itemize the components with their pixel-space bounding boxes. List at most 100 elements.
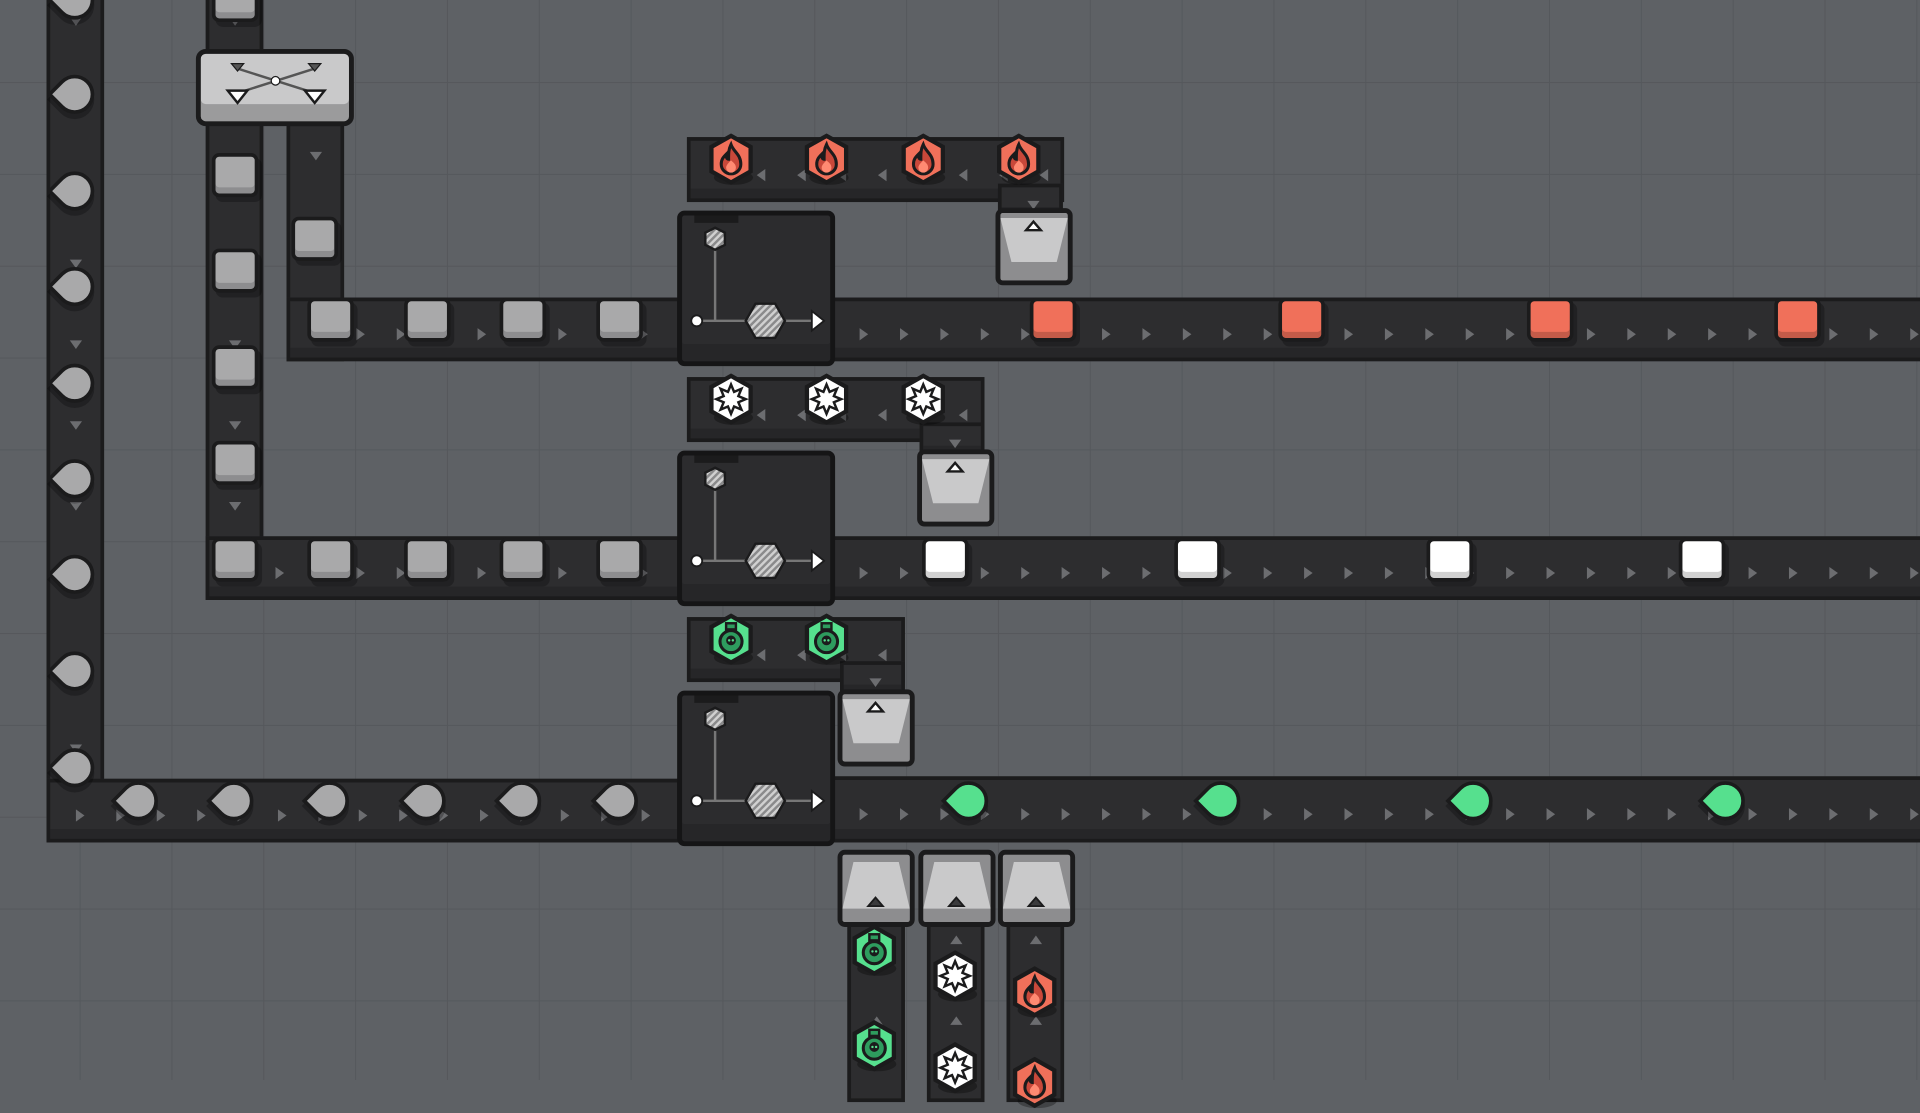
- conveyor-arrow-icon: [558, 566, 567, 580]
- conveyor-arrow-icon: [949, 1016, 962, 1025]
- conveyor-belt[interactable]: [830, 297, 1920, 362]
- conveyor-arrow-icon: [1384, 328, 1394, 341]
- conveyor-arrow-icon: [1263, 808, 1273, 821]
- fire-icon: [803, 133, 850, 185]
- conveyor-arrow-icon: [756, 408, 766, 421]
- conveyor-arrow-icon: [228, 421, 241, 430]
- conveyor-arrow-icon: [69, 340, 82, 349]
- conveyor-arrow-icon: [958, 168, 968, 181]
- conveyor-arrow-icon: [1748, 808, 1758, 821]
- poison-infuser[interactable]: [677, 690, 836, 847]
- white-square: [1426, 537, 1474, 582]
- catalyst-source[interactable]: [997, 849, 1076, 927]
- raw-square-item: [404, 537, 451, 582]
- catalyst-hopper[interactable]: [995, 208, 1073, 286]
- conveyor-arrow-icon: [900, 808, 909, 821]
- conveyor-arrow-icon: [1384, 808, 1394, 821]
- conveyor-arrow-icon: [1182, 808, 1192, 821]
- conveyor-arrow-icon: [1102, 566, 1111, 580]
- catalyst-source[interactable]: [837, 849, 915, 927]
- catalyst-hopper[interactable]: [837, 689, 915, 767]
- conveyor-arrow-icon: [1263, 328, 1273, 341]
- conveyor-arrow-icon: [477, 566, 487, 580]
- fire-icon: [996, 133, 1043, 185]
- fire-icon: [900, 133, 947, 185]
- conveyor-belt[interactable]: [46, 0, 105, 843]
- raw-square-item: [596, 297, 643, 342]
- conveyor-arrow-icon: [1586, 328, 1596, 341]
- conveyor-arrow-icon: [639, 328, 648, 341]
- conveyor-arrow-icon: [69, 17, 82, 26]
- fire-icon: [708, 133, 755, 185]
- conveyor-arrow-icon: [940, 808, 949, 821]
- skull-potion-icon: [851, 1019, 898, 1072]
- fire-infuser[interactable]: [677, 210, 836, 367]
- conveyor-arrow-icon: [900, 566, 909, 580]
- conveyor-arrow-icon: [560, 809, 570, 822]
- conveyor-arrow-icon: [1029, 935, 1042, 945]
- conveyor-arrow-icon: [69, 259, 82, 269]
- skull-potion-icon: [803, 613, 850, 665]
- raw-square-item: [211, 537, 259, 582]
- conveyor-arrow-icon: [356, 328, 365, 341]
- conveyor-arrow-icon: [309, 151, 322, 161]
- conveyor-arrow-icon: [1425, 328, 1434, 341]
- conveyor-arrow-icon: [1829, 328, 1838, 341]
- conveyor-arrow-icon: [399, 809, 408, 822]
- conveyor-arrow-icon: [1223, 328, 1232, 341]
- fire-icon: [1011, 966, 1058, 1018]
- conveyor-arrow-icon: [75, 809, 85, 822]
- conveyor-arrow-icon: [197, 809, 206, 822]
- conveyor-arrow-icon: [980, 328, 990, 341]
- conveyor-arrow-icon: [1223, 566, 1232, 580]
- conveyor-arrow-icon: [797, 408, 806, 421]
- skull-potion-icon: [708, 613, 755, 665]
- raw-square-item: [307, 297, 354, 342]
- snowflake-icon: [932, 1042, 979, 1094]
- conveyor-arrow-icon: [558, 328, 567, 341]
- conveyor-arrow-icon: [116, 809, 125, 822]
- conveyor-arrow-icon: [1829, 566, 1838, 580]
- conveyor-arrow-icon: [1627, 328, 1636, 341]
- conveyor-arrow-icon: [1708, 328, 1717, 341]
- catalyst-source[interactable]: [918, 849, 996, 927]
- conveyor-arrow-icon: [958, 408, 968, 421]
- snowflake-icon: [932, 950, 979, 1002]
- raw-square-item: [211, 0, 259, 23]
- raw-square-item: [211, 440, 259, 485]
- conveyor-arrow-icon: [1021, 328, 1030, 341]
- snowflake-icon: [900, 373, 947, 425]
- conveyor-belt[interactable]: [830, 536, 1920, 601]
- conveyor-arrow-icon: [1021, 808, 1030, 821]
- conveyor-arrow-icon: [1667, 328, 1677, 341]
- conveyor-arrow-icon: [1039, 168, 1049, 181]
- conveyor-arrow-icon: [1506, 328, 1515, 341]
- conveyor-arrow-icon: [1586, 566, 1596, 580]
- conveyor-arrow-icon: [1021, 566, 1030, 580]
- conveyor-arrow-icon: [1788, 566, 1798, 580]
- conveyor-arrow-icon: [877, 168, 887, 181]
- raw-square-item: [404, 297, 451, 342]
- raw-square-item: [307, 537, 354, 582]
- conveyor-arrow-icon: [1829, 808, 1838, 821]
- conveyor-arrow-icon: [1344, 808, 1354, 821]
- conveyor-arrow-icon: [1667, 566, 1677, 580]
- conveyor-arrow-icon: [641, 809, 651, 822]
- red-square: [1278, 297, 1325, 342]
- conveyor-arrow-icon: [1344, 328, 1354, 341]
- conveyor-arrow-icon: [859, 808, 869, 821]
- conveyor-arrow-icon: [277, 809, 287, 822]
- conveyor-arrow-icon: [1465, 328, 1475, 341]
- conveyor-arrow-icon: [797, 648, 806, 661]
- conveyor-arrow-icon: [1506, 566, 1515, 580]
- frost-infuser[interactable]: [677, 450, 836, 607]
- conveyor-arrow-icon: [756, 168, 766, 181]
- white-square: [1678, 537, 1726, 582]
- splitter[interactable]: [195, 48, 354, 127]
- catalyst-hopper[interactable]: [917, 449, 995, 527]
- conveyor-arrow-icon: [869, 678, 882, 687]
- conveyor-arrow-icon: [156, 809, 166, 822]
- conveyor-arrow-icon: [980, 566, 990, 580]
- raw-square-item: [499, 297, 547, 342]
